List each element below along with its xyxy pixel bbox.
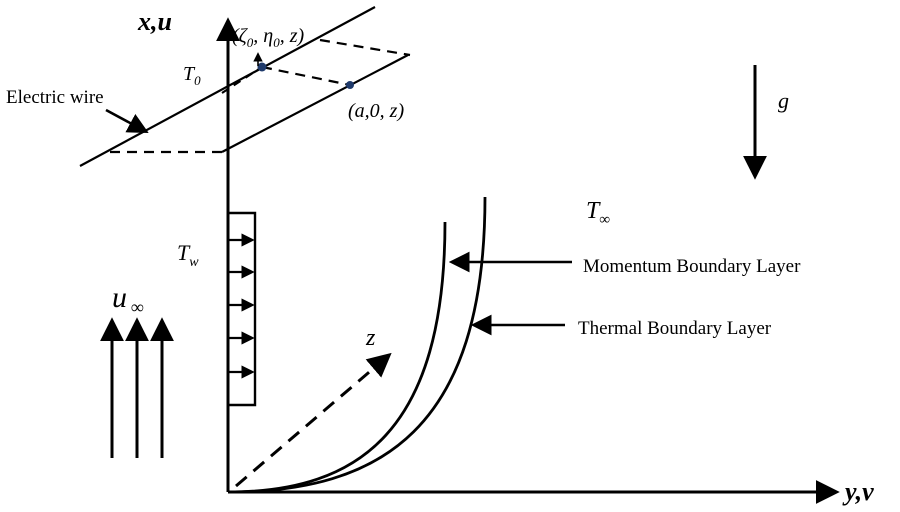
- ambient-temperature-label: T∞: [586, 198, 610, 228]
- source-point-label: (ζ0, η0, z): [232, 25, 304, 50]
- vertical-axis-label: x,u: [137, 7, 172, 36]
- thermal-boundary-layer-curve: [227, 196, 487, 494]
- freestream-arrows: [100, 317, 174, 458]
- source-point: [257, 62, 267, 72]
- depth-axis: [235, 352, 392, 488]
- electric-wire-pointer: [105, 108, 149, 133]
- electric-wire-line: [79, 6, 376, 167]
- wire-plane-mid-dashed: [221, 66, 263, 94]
- wire-temperature-label: T0: [183, 63, 201, 88]
- wall-temperature-box: [228, 211, 257, 407]
- wall-temperature-label: Tw: [177, 240, 199, 270]
- wire-plane-top-dashed: [319, 38, 411, 57]
- wire-point-label: (a,0, z): [348, 100, 404, 122]
- wire-plane-front-edge: [221, 54, 409, 153]
- wall-heat-arrows: [228, 233, 255, 379]
- momentum-boundary-layer-curve: [227, 221, 447, 494]
- freestream-velocity-label: u∞: [112, 281, 144, 317]
- momentum-boundary-layer-label: Momentum Boundary Layer: [583, 256, 801, 277]
- gravity-label: g: [778, 88, 789, 113]
- thermal-boundary-layer-label: Thermal Boundary Layer: [578, 318, 772, 339]
- wire-point: [346, 81, 354, 89]
- depth-axis-label: z: [365, 325, 376, 351]
- electric-wire-label: Electric wire: [6, 87, 104, 108]
- source-to-wire-dashed: [261, 65, 351, 87]
- horizontal-axis-label: y,v: [842, 477, 874, 506]
